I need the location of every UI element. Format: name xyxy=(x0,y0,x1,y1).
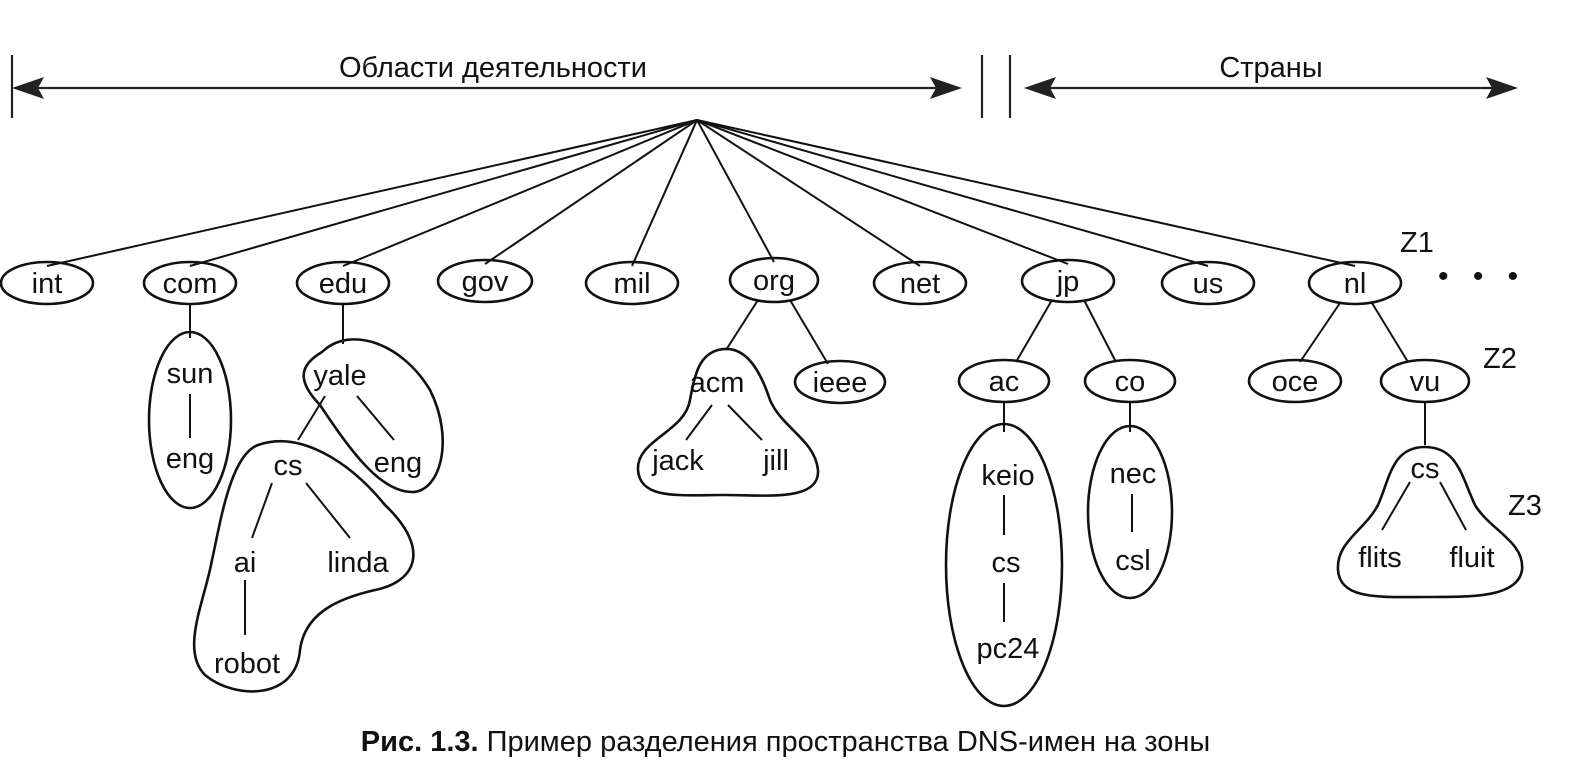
org-zones xyxy=(636,299,887,497)
node-edu-linda: linda xyxy=(327,547,389,579)
tld-us: us xyxy=(1193,268,1224,300)
figure-caption-text: Пример разделения пространства DNS-имен … xyxy=(486,726,1211,758)
edu-yale-zone xyxy=(302,338,444,494)
node-edu-cs: cs xyxy=(274,450,303,482)
node-edu-yale: yale xyxy=(313,360,366,392)
tld-int: int xyxy=(32,268,63,300)
org-acm-zone xyxy=(636,347,820,497)
figure-caption: Рис. 1.3. Пример разделения пространства… xyxy=(0,726,1571,759)
node-com-sun: sun xyxy=(167,358,214,390)
node-jp-csl: csl xyxy=(1115,545,1150,577)
figure-number: Рис. 1.3. xyxy=(360,726,479,758)
node-jp-co: co xyxy=(1115,366,1146,398)
node-nl-cs: cs xyxy=(1411,453,1440,485)
node-edu-ai: ai xyxy=(234,547,257,579)
node-nl-oce: oce xyxy=(1272,366,1319,398)
com-zone xyxy=(147,304,233,510)
node-org-jack: jack xyxy=(651,445,704,477)
node-edu-yale-eng: eng xyxy=(374,447,422,479)
countries-range-arrow xyxy=(1024,77,1518,99)
node-edu-robot: robot xyxy=(214,648,280,680)
zone-label-z1: Z1 xyxy=(1400,227,1434,259)
root-edges xyxy=(46,119,1356,267)
edu-zones xyxy=(192,304,444,693)
node-jp-keio: keio xyxy=(981,460,1034,492)
node-org-ieee: ieee xyxy=(813,367,868,399)
continuation-ellipsis: • • • xyxy=(1438,260,1526,293)
tld-com: com xyxy=(163,268,218,300)
top-level-domains xyxy=(0,256,1403,306)
countries-range-label: Страны xyxy=(1219,52,1322,84)
tld-net: net xyxy=(900,268,940,300)
zone-label-z2: Z2 xyxy=(1483,343,1517,375)
node-nl-fluit: fluit xyxy=(1449,542,1494,574)
zone-label-z3: Z3 xyxy=(1508,490,1542,522)
tld-org: org xyxy=(753,265,795,297)
node-jp-pc24: pc24 xyxy=(977,633,1040,665)
tld-gov: gov xyxy=(462,266,509,298)
node-nl-flits: flits xyxy=(1358,542,1402,574)
node-com-eng: eng xyxy=(166,443,214,475)
node-jp-nec: nec xyxy=(1110,458,1157,490)
node-org-jill: jill xyxy=(762,445,789,477)
node-jp-ac: ac xyxy=(989,366,1020,398)
node-org-acm: acm xyxy=(690,367,745,399)
edu-cs-zone xyxy=(192,439,415,693)
range-divider xyxy=(980,55,1012,118)
nl-zones xyxy=(1247,302,1524,599)
tld-nl: nl xyxy=(1344,268,1367,300)
nl-cs-zone xyxy=(1336,445,1524,599)
node-jp-cs: cs xyxy=(992,547,1021,579)
domains-range-label: Области деятельности xyxy=(339,52,647,84)
tld-mil: mil xyxy=(613,268,650,300)
node-nl-vu: vu xyxy=(1410,366,1441,398)
tld-edu: edu xyxy=(319,268,367,300)
tld-jp: jp xyxy=(1056,266,1080,298)
domains-range-arrow xyxy=(10,55,962,118)
jp-zones xyxy=(944,299,1177,708)
